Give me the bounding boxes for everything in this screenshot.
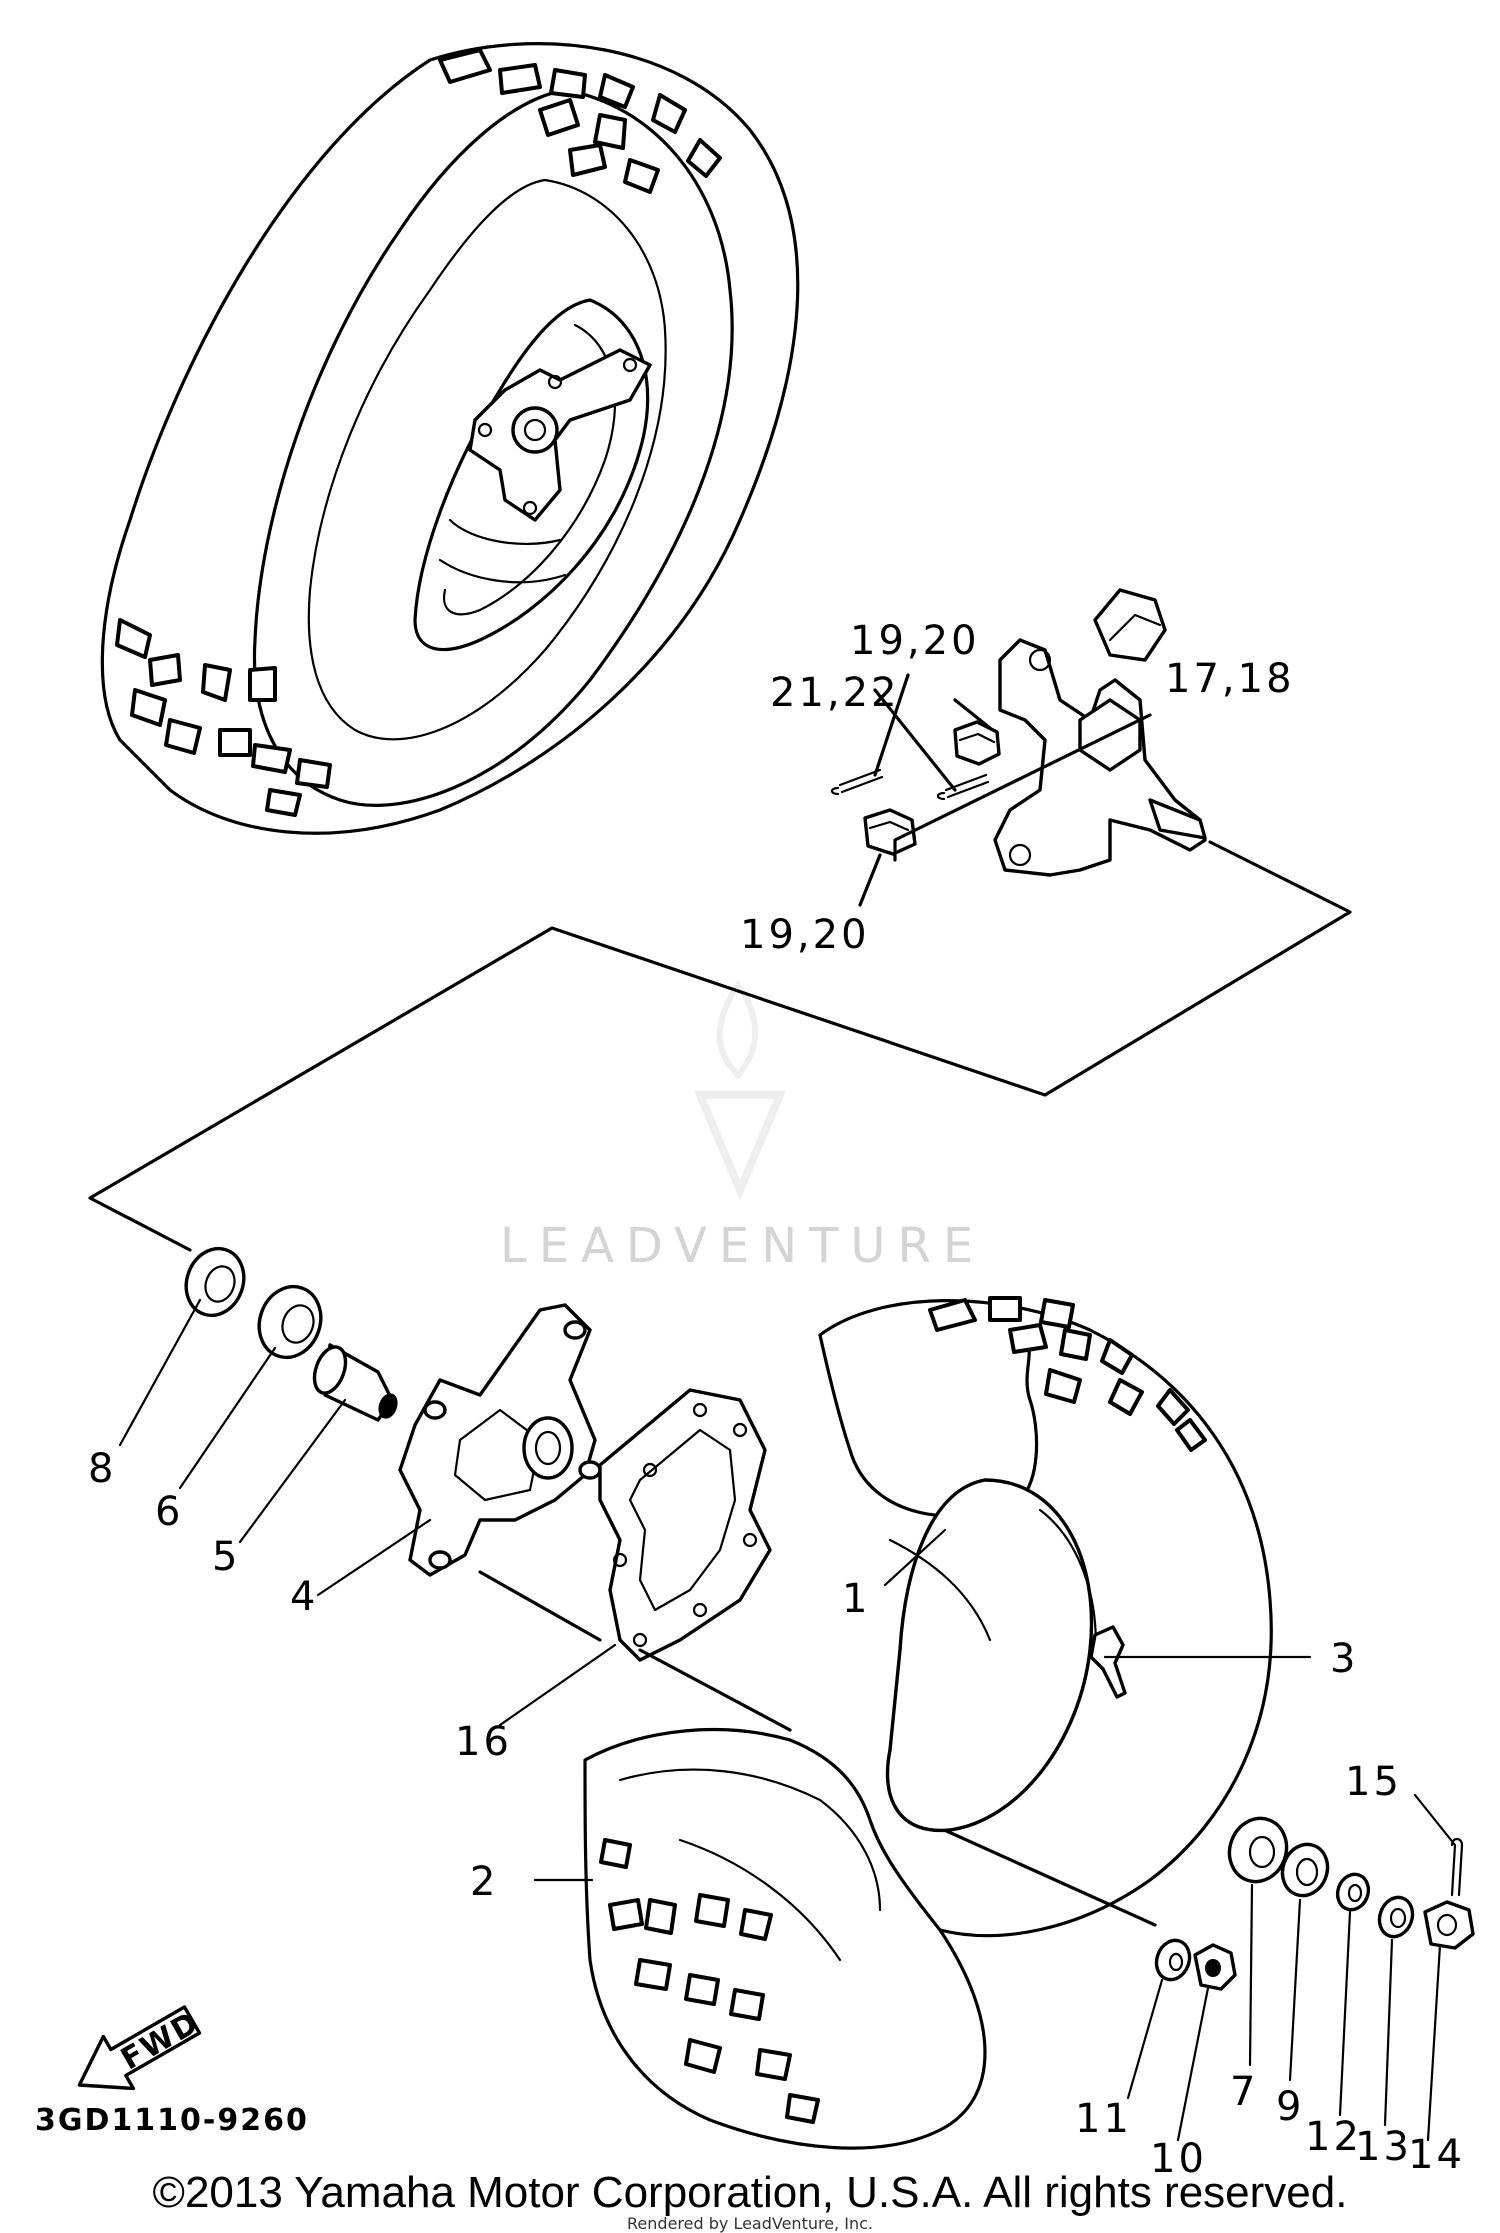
cotter-pins: [830, 768, 990, 801]
collar-12: [1335, 1872, 1371, 1912]
callout-leaders: [118, 1298, 1457, 2142]
callout-11: 11: [1075, 2096, 1132, 2142]
wheel-half-2: [583, 1728, 987, 2150]
steering-knuckle: [993, 588, 1207, 877]
washer-13: [1377, 1895, 1415, 1939]
callout-21-22: 21,22: [770, 670, 900, 716]
leadventure-logo-icon: [693, 979, 787, 1201]
cotter-pin-15: [1450, 1837, 1464, 1897]
seal-9: [1280, 1842, 1330, 1898]
callout-7: 7: [1230, 2069, 1258, 2115]
diagram-code: 3GD1110-9260: [35, 2103, 309, 2138]
callout-1: 1: [842, 1576, 870, 1622]
watermark: LEADVENTURE: [500, 979, 985, 1274]
callout-2: 2: [470, 1859, 498, 1905]
watermark-text: LEADVENTURE: [500, 1218, 985, 1274]
callout-14: 14: [1408, 2132, 1465, 2178]
copyright-text: ©2013 Yamaha Motor Corporation, U.S.A. A…: [152, 2168, 1348, 2217]
callout-6: 6: [155, 1489, 183, 1535]
callout-13: 13: [1355, 2124, 1412, 2170]
callout-16: 16: [455, 1719, 512, 1765]
bearing-6: [257, 1284, 323, 1360]
nut-10: [1193, 1943, 1237, 1991]
oil-seal-8: [184, 1246, 246, 1318]
spacer-5: [312, 1343, 398, 1422]
callout-5: 5: [212, 1534, 240, 1580]
castle-nut-bottom: [863, 808, 917, 856]
wheel-half-1: [818, 1296, 1273, 1938]
callout-labels: 19,20 21,22 17,18 19,20 8 6 5 4 1 3 16 1…: [88, 618, 1465, 2182]
callout-12: 12: [1305, 2114, 1362, 2160]
nut-14: [1423, 1900, 1475, 1950]
castle-nut-top: [953, 720, 1001, 766]
washer-11: [1154, 1938, 1192, 1982]
callout-19-20-top: 19,20: [850, 618, 980, 664]
callout-10: 10: [1150, 2136, 1207, 2182]
fwd-label: FWD: [115, 2005, 206, 2078]
rendered-by-text: Rendered by LeadVenture, Inc.: [627, 2214, 873, 2233]
assembled-wheel: [100, 42, 800, 835]
callout-8: 8: [88, 1446, 116, 1492]
callout-15: 15: [1345, 1759, 1402, 1805]
fwd-arrow-icon: FWD: [77, 2005, 206, 2091]
callout-17-18: 17,18: [1165, 656, 1295, 702]
callout-3: 3: [1330, 1636, 1358, 1682]
callout-9: 9: [1276, 2084, 1304, 2130]
callout-4: 4: [290, 1574, 318, 1620]
brake-disc-16: [598, 1388, 772, 1662]
callout-19-20-bottom: 19,20: [740, 912, 870, 958]
tread-blocks-top: [115, 48, 722, 817]
hub-4: [398, 1303, 602, 1577]
